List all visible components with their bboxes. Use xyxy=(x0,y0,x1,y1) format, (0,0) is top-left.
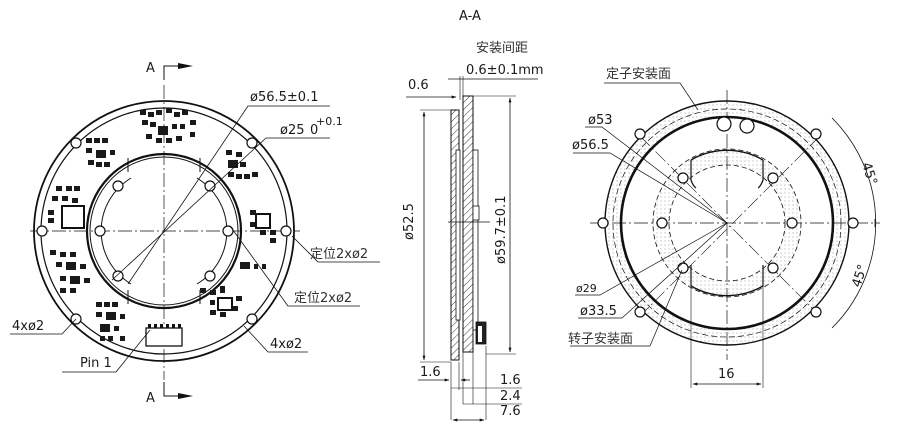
section-marker-top: A xyxy=(146,61,155,76)
gap-value: 0.6±0.1mm xyxy=(466,63,544,78)
locate-holes-label-2: 定位2xø2 xyxy=(294,291,352,306)
dim-inner-tol-upper: +0.1 xyxy=(316,115,343,128)
dim-bottom-2: 2.4 xyxy=(500,389,521,404)
dim-top-left: 0.6 xyxy=(408,78,429,93)
mount-holes-label-left: 4xø2 xyxy=(12,319,44,334)
dim-outer-height: ø59.7±0.1 xyxy=(494,196,509,264)
dim-53: ø53 xyxy=(588,113,613,128)
dim-width-16: 16 xyxy=(718,367,735,382)
angle-bottom: 45° xyxy=(850,263,871,290)
section-title: A-A xyxy=(459,9,481,24)
section-marker-bottom: A xyxy=(146,391,155,406)
dim-inner-tol-lower: 0 xyxy=(310,123,318,138)
stator-face-label: 定子安装面 xyxy=(606,67,671,82)
front-view: A A xyxy=(10,61,380,406)
locate-holes-label-1: 定位2xø2 xyxy=(310,247,368,262)
dim-bottom-left: 1.6 xyxy=(420,365,441,380)
mount-holes-label-right: 4xø2 xyxy=(270,337,302,352)
mount-holes xyxy=(36,137,292,325)
rear-view: 定子安装面 ø53 ø56.5 ø29 ø33.5 转子安装面 45° 45° … xyxy=(568,67,880,388)
dim-33-5: ø33.5 xyxy=(580,304,617,319)
pcb-components xyxy=(48,108,276,341)
dim-inner-height: ø52.5 xyxy=(402,203,417,240)
dim-outer-diameter: ø56.5±0.1 xyxy=(250,90,318,105)
angle-top: 45° xyxy=(858,161,879,188)
section-view: 安装间距 0.6±0.1mm 0.6 ø52.5 ø59.7±0.1 xyxy=(402,41,544,422)
gap-label: 安装间距 xyxy=(476,41,528,56)
dim-bottom-3: 7.6 xyxy=(500,404,521,419)
dim-inner-diameter: ø25 xyxy=(280,123,305,138)
pin1-label: Pin 1 xyxy=(80,356,112,371)
dim-29: ø29 xyxy=(576,282,597,295)
dim-bottom-1: 1.6 xyxy=(500,373,521,388)
dim-56-5: ø56.5 xyxy=(572,138,609,153)
rotor-face-label: 转子安装面 xyxy=(568,332,633,347)
connector xyxy=(145,327,183,347)
